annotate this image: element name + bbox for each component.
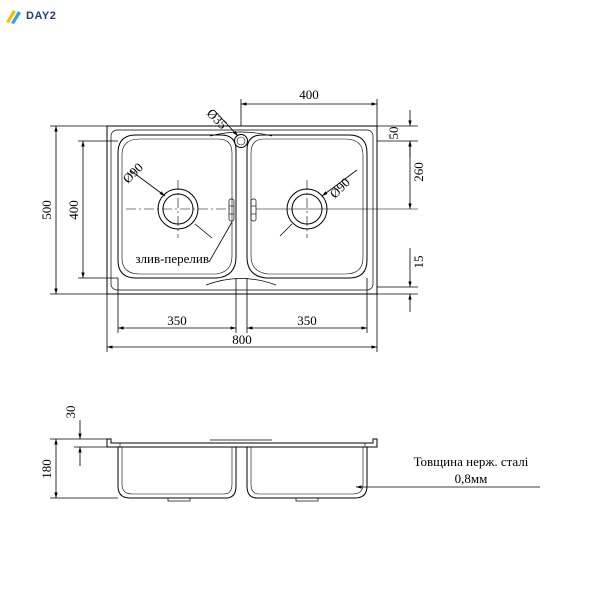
sink-rim (110, 129, 374, 291)
right-bowl-inner (250, 138, 364, 275)
dim-bowl-height: 400 (66, 200, 81, 220)
right-drain (256, 180, 418, 238)
left-bowl-inner (121, 138, 233, 275)
brand-name: DAY2 (26, 10, 57, 22)
dim-top-offset: 50 (386, 127, 401, 140)
side-view-dimensions (50, 420, 118, 499)
dim-drain-offset: 260 (411, 162, 426, 182)
dim-overall-width: 800 (232, 332, 252, 347)
tap-hole-inner (236, 136, 246, 146)
dim-center-to-edge: 400 (299, 87, 319, 102)
tap-hole (234, 134, 248, 148)
top-view-dimensions (50, 99, 418, 352)
sink-top-view (106, 109, 418, 295)
sink-side-view (106, 438, 540, 502)
dim-tap-hole: Ø35 (204, 106, 230, 132)
dim-overall-height: 500 (39, 200, 54, 220)
label-overflow: злив-перелив (135, 251, 209, 266)
brand-logo: DAY2 (4, 6, 56, 26)
dim-drain-left: Ø90 (120, 160, 146, 186)
dim-bowl-width-right: 350 (297, 313, 317, 328)
label-thickness-value: 0,8мм (455, 471, 488, 486)
side-right-bowl (246, 447, 368, 499)
label-thickness-material: Товщина нерж. сталі (414, 454, 529, 469)
right-bowl (246, 134, 368, 279)
day2-logo-icon (6, 10, 21, 24)
dim-depth: 180 (39, 459, 54, 479)
bridge-curve (205, 278, 277, 286)
dim-rim-height: 30 (63, 406, 78, 419)
side-left-bowl (117, 447, 237, 499)
dim-drain-right: Ø90 (327, 175, 353, 201)
sink-outline (106, 125, 378, 295)
overflow-slots (228, 198, 257, 222)
dim-bowl-width-left: 350 (167, 313, 187, 328)
tap-ledge (209, 131, 273, 137)
dim-bottom-offset: 15 (411, 256, 426, 269)
side-rim (106, 438, 378, 448)
left-drain (126, 180, 230, 238)
